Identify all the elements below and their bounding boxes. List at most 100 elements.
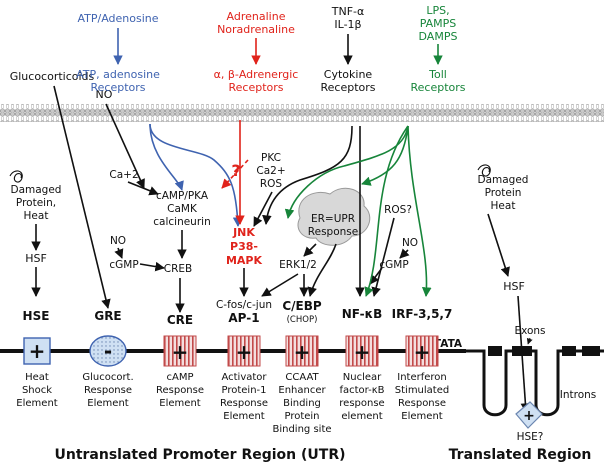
cebp-box xyxy=(285,335,319,367)
gre-sign: - xyxy=(104,339,112,363)
utr-region-label: Untranslated Promoter Region (UTR) xyxy=(54,447,345,463)
ap1-desc-4: Element xyxy=(223,411,264,422)
toll-receptor-label-1: Toll xyxy=(428,68,447,81)
toll-receptor-label-2: Receptors xyxy=(410,81,465,94)
adrenaline-label: Adrenaline xyxy=(227,10,286,23)
hse-desc-2: Shock xyxy=(22,385,52,396)
ros-label: ROS xyxy=(260,178,283,190)
cre-sign: + xyxy=(172,340,189,364)
irf-desc-4: Element xyxy=(401,411,442,422)
tata-label: TATA xyxy=(434,338,463,350)
element-descriptions: Heat Shock Element Glucocort. Response E… xyxy=(16,372,449,435)
nfkb-desc-1: Nuclear xyxy=(343,372,382,383)
atp-adenosine-label: ATP/Adenosine xyxy=(77,12,158,25)
cre-label: CRE xyxy=(167,313,193,327)
gre-desc-2: Response xyxy=(84,385,132,396)
cebp-label: C/EBP xyxy=(282,299,322,313)
cre-desc-3: Element xyxy=(159,398,200,409)
ap1-desc-1: Activator xyxy=(221,372,267,383)
cre-desc-1: cAMP xyxy=(167,372,194,383)
hsf-right-label: HSF xyxy=(503,280,525,293)
nfkb-desc-3: response xyxy=(339,398,384,409)
il1-beta-label: IL-1β xyxy=(334,18,361,31)
ap1-desc-3: Response xyxy=(220,398,268,409)
nfkb-box xyxy=(345,335,379,367)
hse-label: HSE xyxy=(23,309,50,323)
irf-desc-3: Response xyxy=(398,398,446,409)
damaged-protein-left-1: Damaged xyxy=(11,184,62,196)
no-mid-label: NO xyxy=(110,235,126,247)
hse-desc-1: Heat xyxy=(25,372,49,383)
noradrenaline-label: Noradrenaline xyxy=(217,23,295,36)
hse-box xyxy=(23,337,51,365)
exons-pointer xyxy=(526,337,533,345)
damaged-protein-left-3: Heat xyxy=(24,210,49,222)
er-response-label: Response xyxy=(308,226,358,238)
p38-label: P38- xyxy=(230,240,258,253)
gre-box xyxy=(89,335,127,367)
unknown-link-question: ? xyxy=(231,161,240,180)
ap1-sign: + xyxy=(236,340,253,364)
ap1-label: AP-1 xyxy=(228,311,259,325)
hse-gene-sign: + xyxy=(523,408,535,424)
gene-structure xyxy=(466,346,604,429)
damaged-protein-right-2: Protein xyxy=(485,187,522,199)
ca2-label: Ca+2 xyxy=(109,169,138,181)
mapk-label: MAPK xyxy=(226,254,263,267)
erk-label: ERK1/2 xyxy=(279,259,317,271)
hse-sign: + xyxy=(29,339,46,363)
hsf-left-label: HSF xyxy=(25,252,47,265)
protein-glyph-right xyxy=(477,164,491,177)
cfos-cjun-label: C-fos/c-jun xyxy=(216,299,272,311)
cre-box xyxy=(163,335,197,367)
adrenergic-receptor-label-2: Receptors xyxy=(228,81,283,94)
camp-pka-label: cAMP/PKA xyxy=(156,190,209,202)
damaged-protein-right-3: Heat xyxy=(491,200,516,212)
ca2plus-label: Ca2+ xyxy=(256,165,285,177)
cell-membrane xyxy=(0,104,604,122)
irf-box xyxy=(405,335,439,367)
calcineurin-label: calcineurin xyxy=(153,216,210,228)
chop-label: (CHOP) xyxy=(287,315,318,325)
creb-label: CREB xyxy=(164,263,192,275)
damaged-protein-right-1: Damaged xyxy=(478,174,529,186)
glucocorticoids-label: Glucocorticoids xyxy=(10,70,95,83)
cytokine-receptor-label-2: Receptors xyxy=(320,81,375,94)
atp-receptor-label-2: Receptors xyxy=(90,81,145,94)
irf-desc-2: Stimulated xyxy=(395,385,449,396)
irf-desc-1: Interferon xyxy=(397,372,447,383)
ap1-desc-2: Protein-1 xyxy=(221,385,266,396)
damps-label: DAMPS xyxy=(419,30,458,43)
lps-label: LPS, xyxy=(426,4,449,17)
cgmp-right-label: cGMP xyxy=(379,259,408,271)
introns-label: Introns xyxy=(560,389,597,401)
damaged-protein-left-2: Protein, xyxy=(16,197,56,209)
pamps-label: PAMPS xyxy=(420,17,457,30)
ros-question-label: ROS? xyxy=(384,204,412,216)
nfkb-desc-2: factor-κB xyxy=(339,385,384,396)
cebp-desc-5: Binding site xyxy=(272,424,331,435)
gre-label: GRE xyxy=(94,309,121,323)
nfkb-desc-4: element xyxy=(341,411,382,422)
er-stress-blob xyxy=(297,187,371,246)
cebp-sign: + xyxy=(294,340,311,364)
cre-desc-2: Response xyxy=(156,385,204,396)
er-upr-label: ER=UPR xyxy=(311,213,355,225)
pkc-label: PKC xyxy=(261,152,281,164)
jnk-label: JNK xyxy=(232,226,255,239)
cebp-desc-2: Enhancer xyxy=(278,385,326,396)
atp-receptor-label-1: ATP, adenosine xyxy=(76,68,160,81)
translated-region-label: Translated Region xyxy=(449,447,592,463)
element-boxes xyxy=(23,335,439,367)
pathway-arrows xyxy=(31,85,531,413)
cgmp-left-label: cGMP xyxy=(109,259,138,271)
camk-label: CaMK xyxy=(167,203,198,215)
no-top-label: NO xyxy=(96,88,113,101)
cebp-desc-3: Binding xyxy=(283,398,321,409)
ap1-box xyxy=(227,335,261,367)
hse-desc-3: Element xyxy=(16,398,57,409)
exons-label: Exons xyxy=(514,325,545,337)
protein-glyph-left xyxy=(9,170,23,183)
